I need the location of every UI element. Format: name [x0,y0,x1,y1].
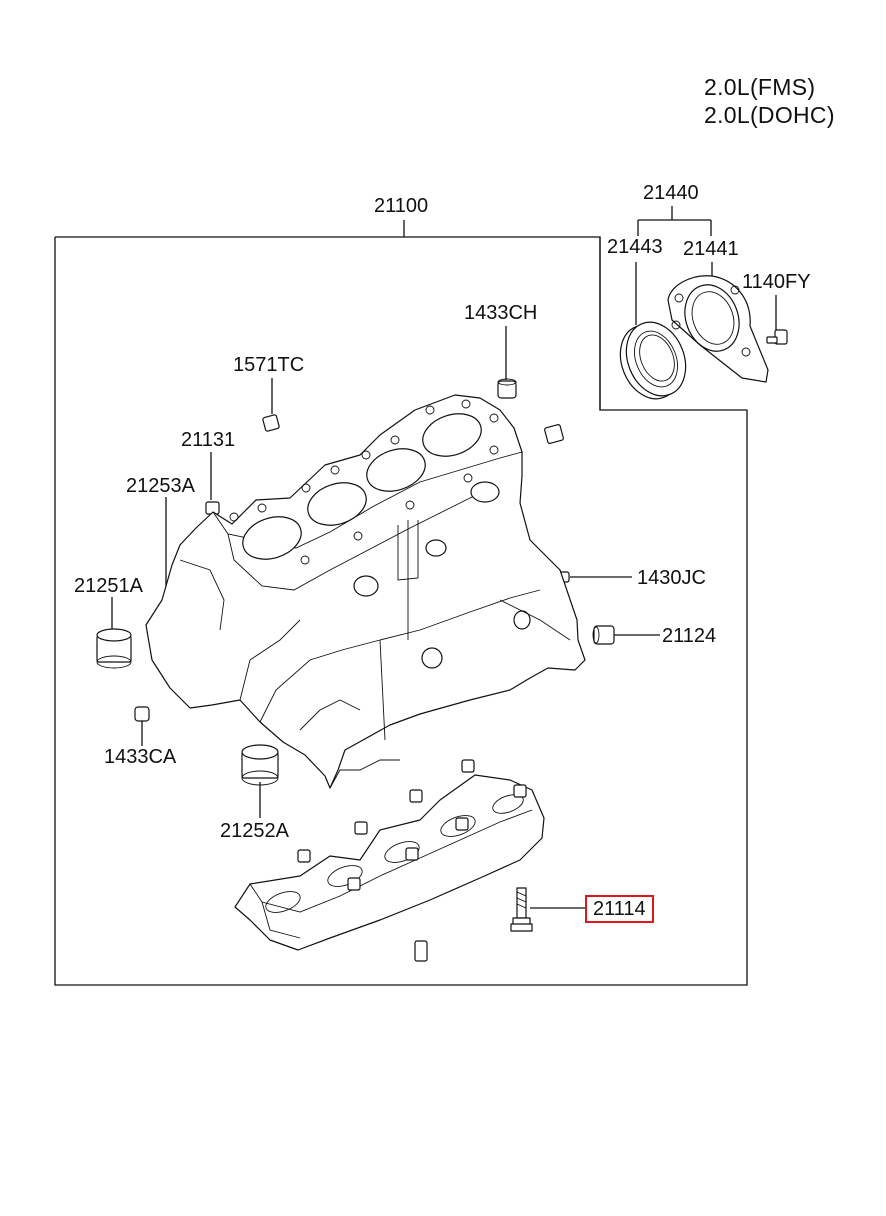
callout-21253a[interactable]: 21253A [126,475,195,497]
cylinder-block [145,394,586,789]
rear-seal-case [667,275,769,383]
callout-1430jc[interactable]: 1430JC [637,567,706,589]
dowel-1433ca [134,706,150,722]
engine-label-dohc: 2.0L(DOHC) [704,102,835,128]
sleeve-21124 [592,625,615,645]
callout-1571tc[interactable]: 1571TC [233,354,305,376]
dowel-bottom [414,940,428,962]
callout-21124[interactable]: 21124 [662,625,717,647]
callout-21251a[interactable]: 21251A [74,575,143,597]
callout-21252a[interactable]: 21252A [220,820,289,842]
callout-1140fy[interactable]: 1140FY [742,271,811,293]
bolt-21114 [510,887,533,932]
seal-bracket-lines [635,206,777,330]
callout-21114-highlighted[interactable]: 21114 [585,895,654,923]
dowel-1433ch [497,378,517,399]
callout-21441[interactable]: 21441 [683,238,739,260]
callout-21440[interactable]: 21440 [643,182,699,204]
callout-1433ca[interactable]: 1433CA [104,746,177,768]
engine-label-fms: 2.0L(FMS) [704,74,816,100]
bearing-21252a [241,744,279,786]
bearing-21251a [96,628,132,669]
callout-21443[interactable]: 21443 [607,236,663,258]
plug-right [544,424,564,444]
callout-1433ch[interactable]: 1433CH [464,302,538,324]
bearing-cap-ladder [234,759,545,951]
rear-oil-seal [619,321,687,400]
plug-1571tc [262,414,280,432]
callout-21100[interactable]: 21100 [374,195,429,217]
callout-21131[interactable]: 21131 [181,429,236,451]
seal-case-bolt [766,329,788,345]
